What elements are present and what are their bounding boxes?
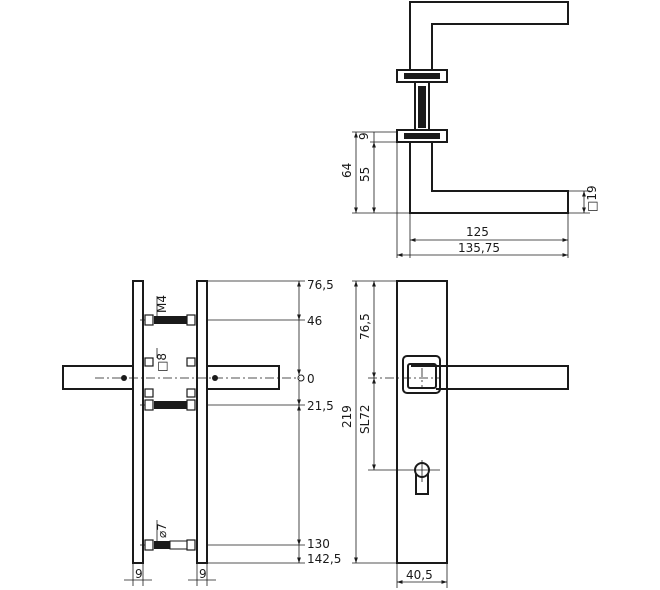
label-135-75: 135,75: [458, 241, 500, 255]
front-rose-square: [402, 355, 441, 394]
bolt-lower-mid: [144, 399, 196, 411]
front-lever-outline: [411, 365, 569, 390]
label-64: 64: [340, 163, 354, 178]
label-plate-right-9: 9: [199, 567, 207, 581]
bolt-m4: [144, 314, 196, 326]
label-142-5: 142,5: [307, 552, 341, 566]
upper-rose: [396, 69, 448, 83]
spindle-square-8: [144, 357, 196, 398]
left-backplate: [132, 280, 144, 564]
label-sq19: □19: [585, 185, 599, 212]
label-front-76-5: 76,5: [358, 313, 372, 340]
upper-lever-outline: [409, 1, 569, 70]
label-sq8: □8: [155, 353, 169, 372]
bolt-dia-7: [144, 539, 196, 551]
label-219: 219: [340, 405, 354, 428]
label-76-5: 76,5: [307, 278, 334, 292]
label-9: 9: [357, 132, 371, 140]
label-46: 46: [307, 314, 322, 328]
side-view: 76,5 46 0 21,5 130 142,5 M4 □8 ⌀7 9 9: [62, 278, 341, 586]
upper-rose-inner: [404, 73, 440, 79]
side-centerline-end: [297, 374, 305, 382]
label-40-5: 40,5: [406, 568, 433, 582]
keyhole-slot: [415, 474, 429, 495]
lower-rose-inner: [404, 133, 440, 139]
label-55: 55: [358, 167, 372, 182]
right-backplate: [196, 280, 208, 564]
spindle-thread: [418, 86, 426, 128]
left-lever-outline: [62, 365, 133, 390]
label-sl72: SL72: [358, 404, 372, 434]
label-dia7: ⌀7: [155, 523, 169, 538]
right-lever-outline: [207, 365, 280, 390]
label-125: 125: [466, 225, 489, 239]
front-backplate: [396, 280, 448, 564]
lower-lever-outline: [409, 142, 569, 214]
top-view: 9 64 55 □19 125 135,75: [340, 1, 599, 258]
label-0: 0: [307, 372, 315, 386]
front-view: 219 76,5 SL72 40,5: [340, 280, 569, 588]
label-130: 130: [307, 537, 330, 551]
label-m4: M4: [155, 295, 169, 313]
label-21-5: 21,5: [307, 399, 334, 413]
label-plate-left-9: 9: [135, 567, 143, 581]
lower-rose: [396, 129, 448, 143]
